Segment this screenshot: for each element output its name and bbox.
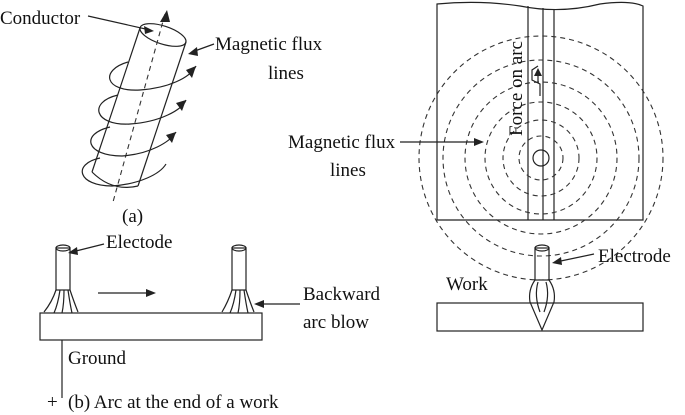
electrode-rod xyxy=(534,247,550,281)
arc-spot xyxy=(532,149,550,167)
backward-label-2: arc blow xyxy=(303,312,369,333)
panel-a-caption: (a) xyxy=(122,206,143,227)
work-plate-b xyxy=(39,312,263,341)
up-arrow-icon xyxy=(531,65,542,96)
conductor-leader xyxy=(87,15,151,31)
panel-c-top-view: Force on arc Magnetic flux lines xyxy=(288,1,664,281)
conductor-label: Conductor xyxy=(0,8,81,29)
magnetic-flux-lines-c-label-2: lines xyxy=(330,160,366,181)
panel-b-arc-end: Electode Backward arc blow Ground + (b) … xyxy=(39,232,381,413)
right-electrode xyxy=(221,244,255,314)
flux-rings xyxy=(418,35,664,281)
conductor-axis xyxy=(112,13,166,203)
panel-b-caption: (b) Arc at the end of a work xyxy=(68,392,279,413)
axis-arrowhead xyxy=(160,10,170,22)
force-on-arc-label: Force on arc xyxy=(506,41,527,136)
work-label: Work xyxy=(446,274,488,295)
flux-loops-a xyxy=(81,61,197,187)
electode-label: Electode xyxy=(106,232,172,253)
left-electrode xyxy=(43,244,79,314)
panel-a-conductor: Conductor Magnetic flux lines (a) xyxy=(0,8,323,227)
electrode-label: Electrode xyxy=(598,246,671,267)
panel-b-marker: + xyxy=(47,392,58,413)
backward-label-1: Backward xyxy=(303,284,381,305)
work-plate-d xyxy=(436,302,644,332)
electrode-leader xyxy=(555,253,595,263)
left-arrow-icon xyxy=(254,300,300,308)
right-arrow-icon xyxy=(98,289,156,297)
magnetic-flux-lines-a-label-1: Magnetic flux xyxy=(215,34,323,55)
magnetic-flux-lines-c-label-1: Magnetic flux xyxy=(288,132,396,153)
magnetic-flux-lines-a-label-2: lines xyxy=(268,63,304,84)
ground-label: Ground xyxy=(68,348,127,369)
arc-cone xyxy=(528,279,556,332)
plate-top-view xyxy=(436,1,644,221)
panel-d-side-view: Work Electrode xyxy=(436,244,671,332)
